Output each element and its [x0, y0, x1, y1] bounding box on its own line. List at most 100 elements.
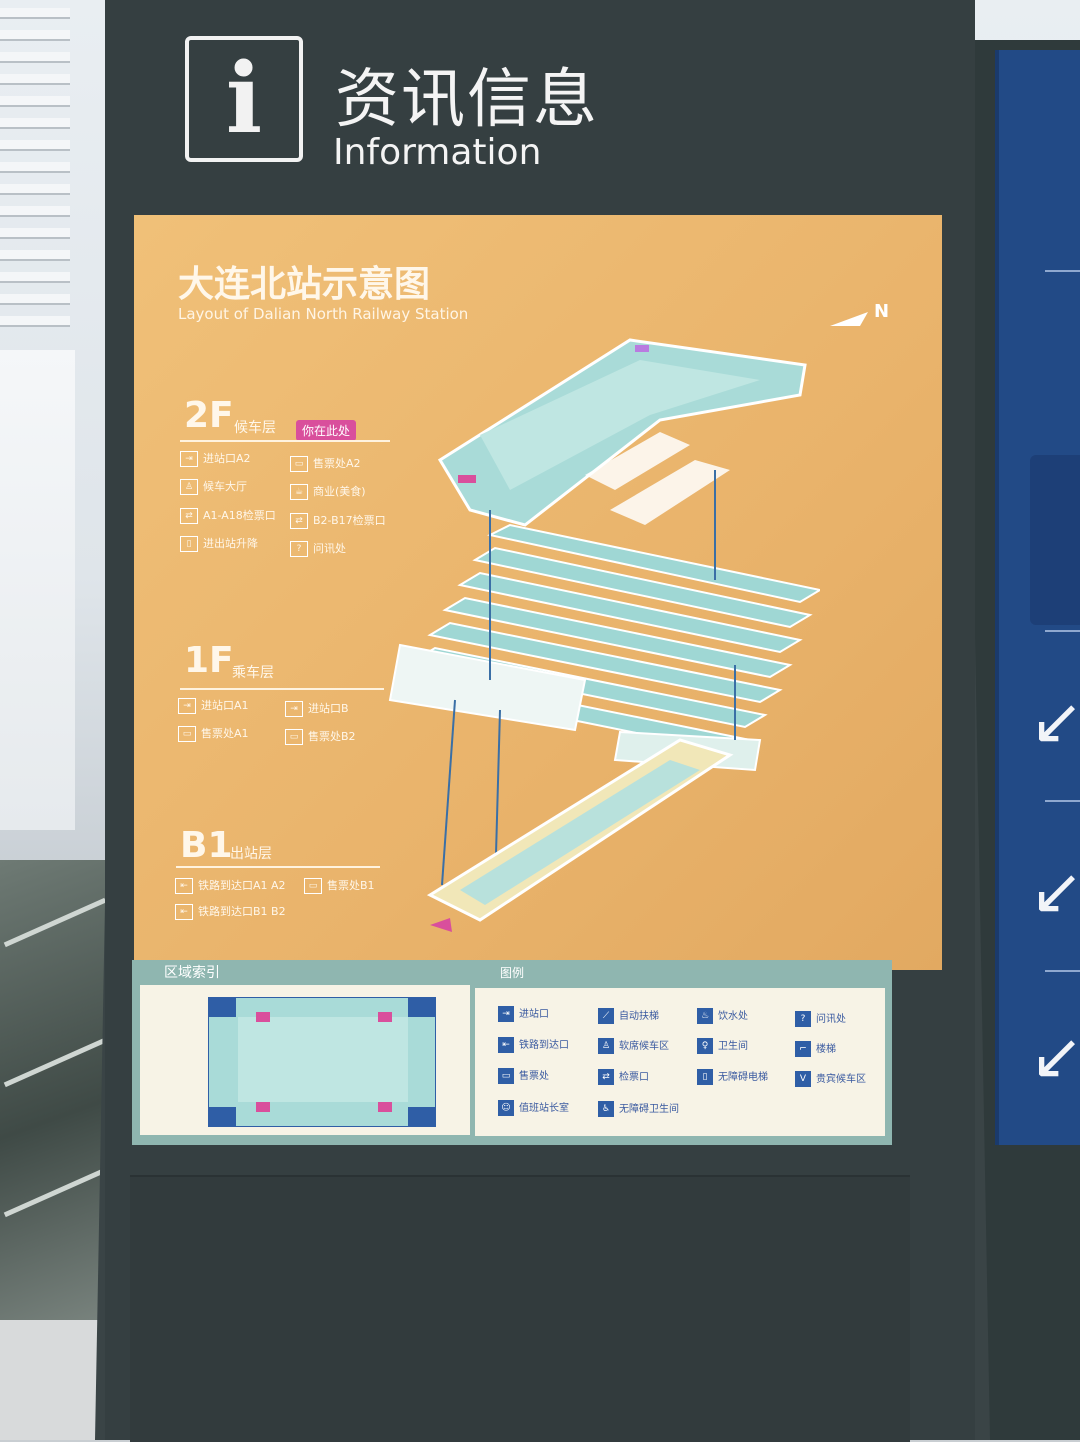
key-entrance-a1: ⇥ 进站口A1 — [178, 697, 249, 714]
key-tickets-b1: ▭售票处B1 — [304, 877, 375, 894]
ticket-check-icon: ⇄ — [598, 1069, 614, 1085]
key-elevator: ▯ 进出站升降 — [180, 535, 258, 552]
north-arrow-icon — [830, 312, 868, 326]
key-label: 进站口B — [308, 702, 349, 715]
key-label: B2-B17检票口 — [313, 514, 386, 527]
legend-drinking-water: ♨ 饮水处 — [697, 1007, 748, 1024]
entrance-icon: ⇥ — [178, 698, 196, 714]
legend-arrival-exit: ⇤ 铁路到达口 — [498, 1036, 569, 1053]
vip-icon: V — [795, 1071, 811, 1087]
divider — [1045, 800, 1080, 802]
blind-slat — [0, 140, 70, 151]
ticket-icon: ▭ — [178, 726, 196, 742]
floor-rule — [180, 688, 384, 690]
shop-icon: ☕ — [290, 484, 308, 500]
map-subtitle: Layout of Dalian North Railway Station — [178, 305, 469, 323]
key-exit-b: ⇤ 铁路到达口B1 B2 — [175, 903, 286, 920]
key-label: 候车大厅 — [203, 480, 247, 493]
blind-slat — [0, 228, 70, 239]
key-ticket-check-a: ⇄ A1-A18检票口 — [180, 507, 276, 524]
question-icon: ? — [290, 541, 308, 557]
legend-item-label: 无障碍卫生间 — [619, 1104, 679, 1115]
legend-tickets: ▭ 售票处 — [498, 1067, 549, 1084]
legend-station-master: ☺值班站长室 — [498, 1099, 569, 1116]
exit-icon: ⇤ — [498, 1037, 514, 1053]
legend-stairs: ⌐楼梯 — [795, 1040, 836, 1057]
map-title: 大连北站示意图 — [178, 264, 431, 305]
legend-item-label: 无障碍电梯 — [718, 1072, 768, 1083]
legend-item-label: 售票处 — [519, 1071, 549, 1082]
legend-toilet: ♀ 卫生间 — [697, 1037, 748, 1054]
legend-accessible-toilet: ♿ 无障碍卫生间 — [598, 1100, 679, 1117]
blind-slat — [0, 52, 70, 63]
legend-panel — [475, 988, 885, 1136]
floor-2f-name: 候车层 — [234, 420, 276, 436]
floor-2f-concourse — [437, 338, 807, 527]
sign-title: 资讯信息 — [335, 63, 599, 137]
ticket-icon: ▭ — [498, 1068, 514, 1084]
legend-item-label: 软席候车区 — [619, 1041, 669, 1052]
key-exit-a: ⇤铁路到达口A1 A2 — [175, 877, 286, 894]
seat-icon: ♙ — [180, 479, 198, 495]
key-waiting-hall: ♙ 候车大厅 — [180, 478, 247, 495]
isometric-station-map — [388, 338, 820, 932]
legend-escalator: ⟋ 自动扶梯 — [598, 1007, 659, 1024]
adjacent-sign-panel-edge — [1030, 455, 1080, 625]
area-index-map — [208, 997, 436, 1127]
ticket-check-icon: ⇄ — [290, 513, 308, 529]
elevator-icon: ▯ — [180, 536, 198, 552]
legend-item-label: 自动扶梯 — [619, 1011, 659, 1022]
north-label: N — [874, 301, 890, 322]
exit-icon: ⇤ — [175, 878, 193, 894]
legend-item-label: 饮水处 — [718, 1011, 748, 1022]
you-are-here-badge: 你在此处 — [296, 420, 357, 441]
floor-rule — [176, 866, 380, 868]
key-label: 售票处A1 — [201, 727, 249, 740]
key-label: 售票处B1 — [327, 879, 375, 892]
floor-1f-number: 1F — [184, 640, 234, 681]
window-blinds — [0, 0, 80, 350]
floor-1f-platforms — [388, 523, 820, 772]
divider — [1045, 270, 1080, 272]
blind-slat — [0, 316, 70, 327]
entrance-icon: ⇥ — [180, 451, 198, 467]
ticket-check-icon: ⇄ — [180, 508, 198, 524]
toilet-icon: ♀ — [697, 1038, 713, 1054]
escalator-icon: ⟋ — [598, 1008, 614, 1024]
key-label: A1-A18检票口 — [203, 509, 276, 522]
key-tickets-a2: ▭售票处A2 — [290, 455, 361, 472]
blind-slat — [0, 8, 70, 19]
key-label: 问讯处 — [313, 542, 346, 555]
legend-item-label: 铁路到达口 — [519, 1040, 569, 1051]
key-tickets-a1: ▭ 售票处A1 — [178, 725, 249, 742]
key-entrance-b: ⇥进站口B — [285, 700, 349, 717]
legend-item-label: 进站口 — [519, 1009, 549, 1020]
key-label: 铁路到达口B1 B2 — [198, 905, 286, 918]
floor-rule — [180, 440, 390, 442]
key-label: 进站口A2 — [203, 452, 251, 465]
key-label: 进出站升降 — [203, 537, 258, 550]
key-label: 进站口A1 — [201, 699, 249, 712]
seat-icon: ♙ — [598, 1038, 614, 1054]
divider — [1045, 630, 1080, 632]
wheelchair-icon: ♿ — [598, 1101, 614, 1117]
floor-b1-name: 出站层 — [230, 846, 272, 862]
blind-slat — [0, 184, 70, 195]
key-ticket-check-b: ⇄ B2-B17检票口 — [290, 512, 386, 529]
legend-item-label: 检票口 — [619, 1072, 649, 1083]
legend-item-label: 问讯处 — [816, 1014, 846, 1025]
key-label: 售票处A2 — [313, 457, 361, 470]
exit-icon: ⇤ — [175, 904, 193, 920]
key-inquiry: ? 问讯处 — [290, 540, 346, 557]
station-master-icon: ☺ — [498, 1100, 514, 1116]
floor-b1-exit-level — [426, 738, 734, 932]
blind-slat — [0, 250, 70, 261]
water-icon: ♨ — [697, 1008, 713, 1024]
legend-entrance: ⇥进站口 — [498, 1005, 549, 1022]
info-icon: i — [185, 36, 303, 162]
sign-base-panel — [130, 1175, 910, 1442]
legend-item-label: 贵宾候车区 — [816, 1074, 866, 1085]
legend-item-label: 卫生间 — [718, 1041, 748, 1052]
blind-slat — [0, 74, 70, 85]
blind-slat — [0, 30, 70, 41]
